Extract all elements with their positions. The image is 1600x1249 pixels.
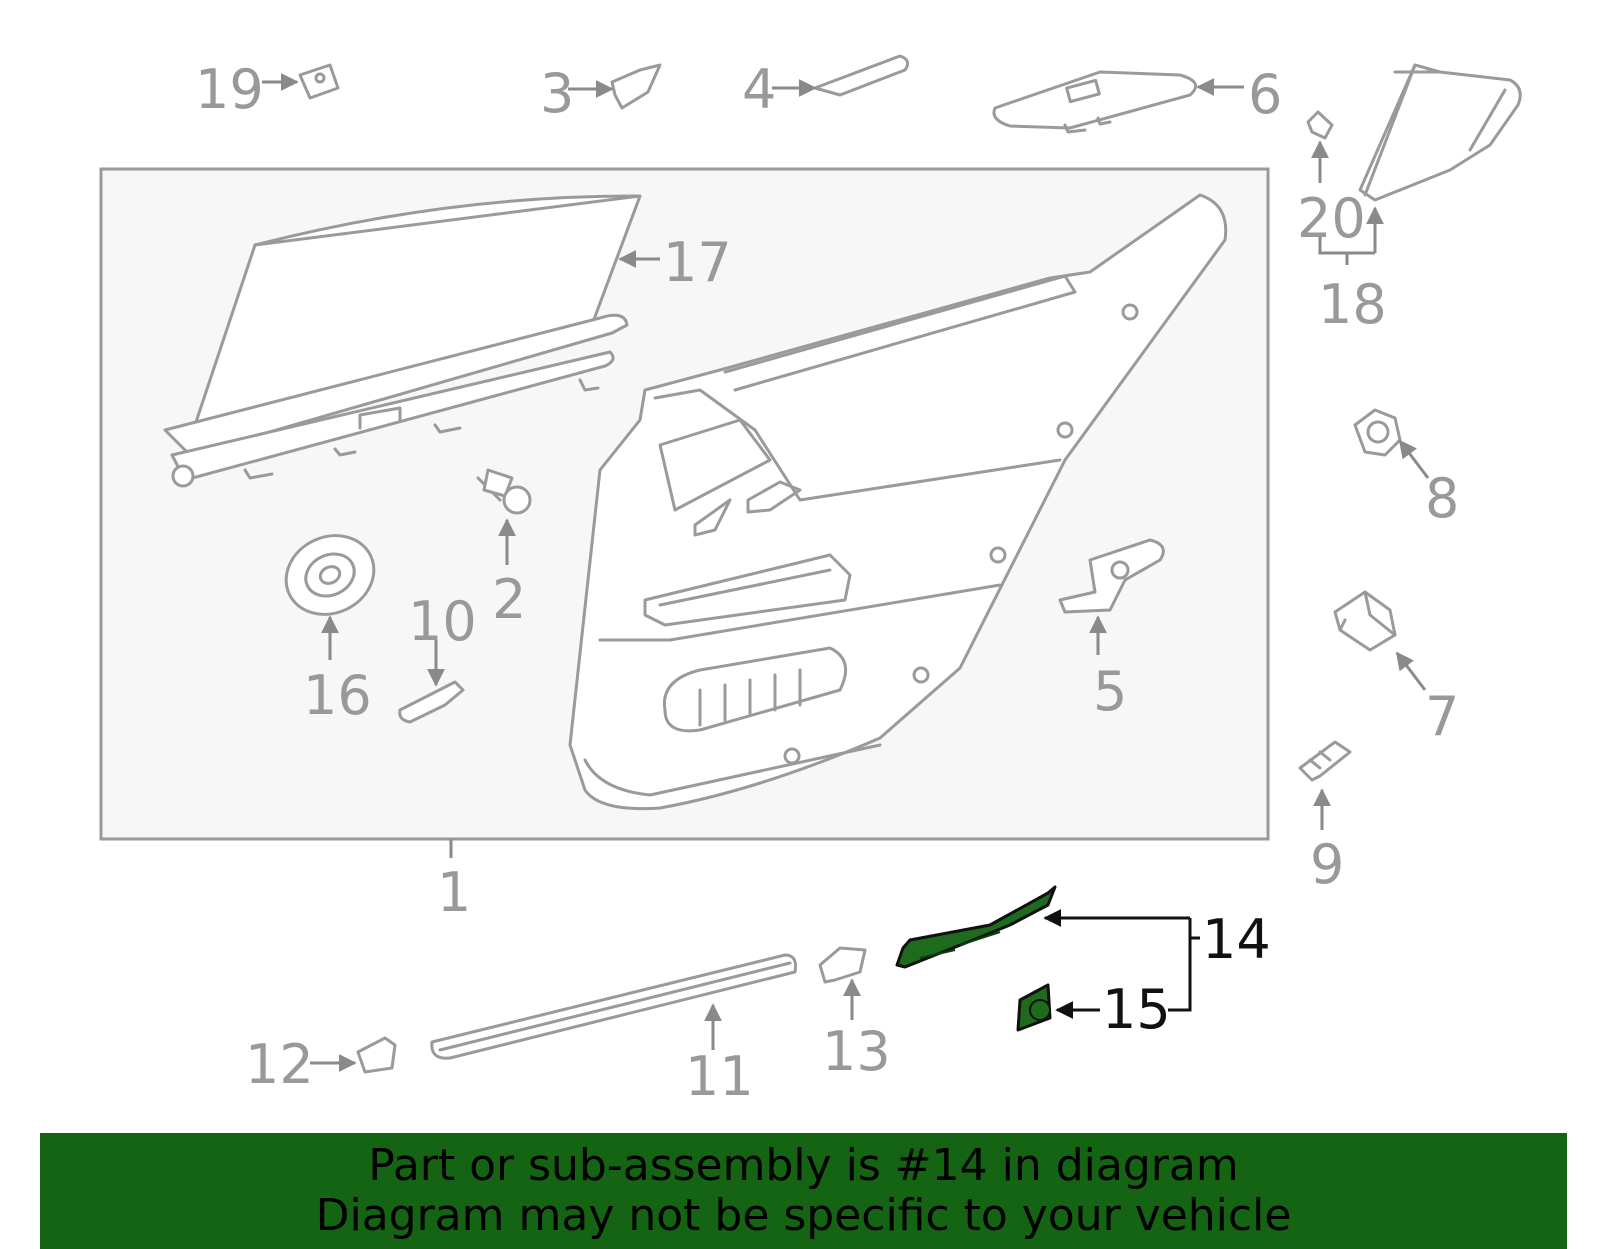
part-8-fastener	[1353, 408, 1402, 457]
callout-14: 14	[1202, 908, 1271, 971]
part-14-highlighted-bracket	[895, 885, 1057, 969]
callout-10: 10	[408, 590, 477, 653]
callout-16: 16	[303, 664, 372, 727]
part-17-sunshade	[163, 194, 642, 488]
callout-19: 19	[195, 58, 264, 121]
callout-6: 6	[1248, 63, 1282, 126]
part-1-door-trim-panel	[568, 193, 1228, 811]
banner-line-2: Diagram may not be specific to your vehi…	[315, 1190, 1292, 1241]
part-6-switch-base	[992, 70, 1198, 134]
callout-18: 18	[1318, 273, 1387, 336]
part-19-clip	[298, 63, 340, 100]
part-2-screw	[476, 468, 532, 515]
callout-17: 17	[663, 231, 732, 294]
part-20-clip	[1306, 110, 1334, 140]
part-16-speaker	[284, 534, 376, 616]
callout-5: 5	[1093, 660, 1127, 723]
part-11-door-seal-strip	[430, 953, 797, 1060]
callout-9: 9	[1310, 833, 1344, 896]
callout-4: 4	[742, 58, 776, 121]
callout-3: 3	[540, 62, 574, 125]
callout-2: 2	[492, 568, 526, 631]
info-banner: Part or sub-assembly is #14 in diagram D…	[40, 1133, 1567, 1249]
part-12-clip	[356, 1036, 397, 1074]
banner-line-1: Part or sub-assembly is #14 in diagram	[368, 1140, 1239, 1191]
part-3-bracket	[610, 63, 662, 110]
part-9-clip	[1298, 740, 1352, 782]
callout-13: 13	[822, 1020, 891, 1083]
part-13-clip	[818, 946, 867, 984]
part-15-highlighted-cap	[1016, 983, 1052, 1032]
callout-11: 11	[685, 1045, 754, 1108]
part-4-trim-strip	[813, 54, 910, 97]
part-5-handle-bracket	[1058, 538, 1165, 614]
callout-8: 8	[1425, 467, 1459, 530]
part-18-garnish	[1358, 63, 1522, 202]
part-7-bracket	[1333, 590, 1397, 652]
callout-15: 15	[1102, 978, 1171, 1041]
callout-1: 1	[437, 861, 471, 924]
callout-7: 7	[1425, 685, 1459, 748]
callout-12: 12	[245, 1033, 314, 1096]
part-10-clip	[398, 680, 465, 724]
callout-20: 20	[1297, 187, 1366, 250]
